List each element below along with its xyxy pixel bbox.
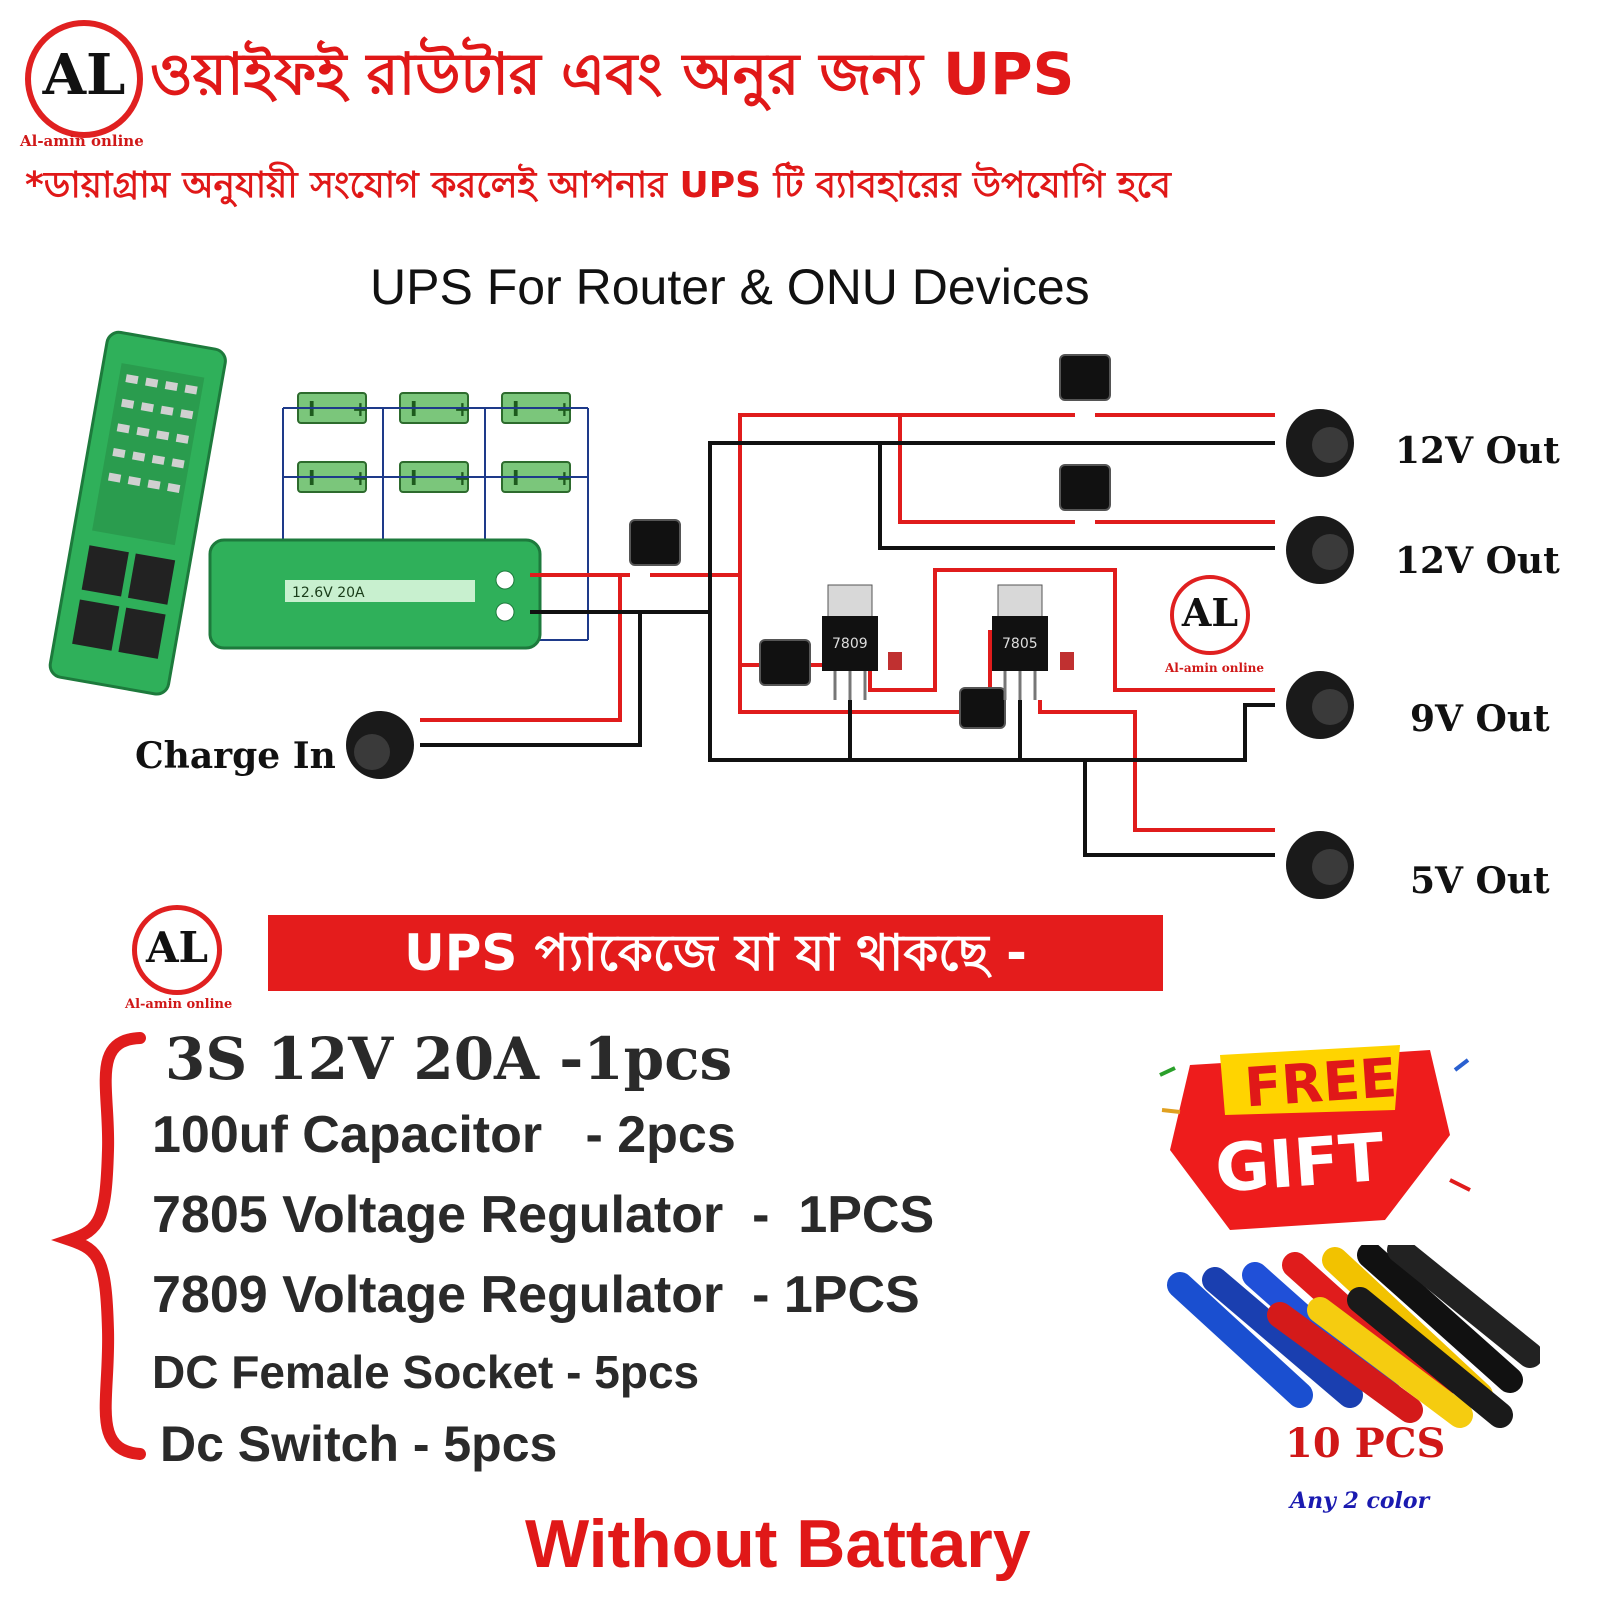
package-banner: UPS প্যাকেজে যা যা থাকছে - — [268, 915, 1163, 991]
gift-colors-note: Any 2 color — [1290, 1488, 1430, 1514]
dc-switches — [629, 354, 1111, 729]
package-item: 3S 12V 20A -1pcs — [165, 1025, 733, 1093]
free-gift-badge: FREE GIFT — [1159, 1045, 1471, 1230]
page-title: ওয়াইফই রাউটার এবং অনুর জন্য UPS — [150, 40, 1075, 108]
logo-letters: AL — [1181, 590, 1239, 635]
output-label-12v-b: 12V Out — [1395, 540, 1560, 582]
list-brace — [51, 1032, 146, 1460]
bms-board: 12.6V 20A — [208, 538, 542, 650]
regulator-7805-label: 7805 — [1002, 636, 1038, 652]
bms-label: 12.6V 20A — [292, 585, 365, 601]
without-battery-note: Without Battary — [525, 1506, 1031, 1582]
package-logo: AL Al-amin online — [122, 905, 242, 1012]
logo-caption: Al-amin online — [1165, 661, 1264, 675]
gift-count: 10 PCS — [1285, 1420, 1446, 1467]
brand-logo: AL Al-amin online — [20, 20, 150, 150]
regulators: 7809 7805 — [822, 584, 1074, 700]
battery-pack: I+I+I+ I+I+I+ — [282, 392, 589, 641]
logo-letters: AL — [145, 923, 209, 972]
package-item: 100uf Capacitor - 2pcs — [152, 1106, 736, 1164]
page-subtitle: *ডায়াগ্রাম অনুযায়ী সংযোগ করলেই আপনার U… — [25, 165, 1171, 206]
gift-line1: FREE — [1243, 1046, 1399, 1119]
regulator-7809-label: 7809 — [832, 636, 868, 652]
logo-caption: Al-amin online — [20, 132, 144, 150]
package-item: 7809 Voltage Regulator - 1PCS — [152, 1266, 920, 1324]
output-label-9v: 9V Out — [1410, 698, 1550, 740]
bms-board-image — [48, 330, 227, 696]
output-label-5v: 5V Out — [1410, 860, 1550, 902]
logo-letters: AL — [42, 42, 126, 108]
diagram-title: UPS For Router & ONU Devices — [370, 259, 1090, 315]
package-item: DC Female Socket - 5pcs — [152, 1346, 700, 1398]
diagram-logo: AL Al-amin online — [1160, 575, 1290, 675]
logo-caption: Al-amin online — [125, 997, 233, 1012]
heat-shrink-tubes-image — [1167, 1245, 1540, 1428]
gift-line2: GIFT — [1213, 1119, 1387, 1208]
dc-sockets — [346, 409, 1354, 899]
charge-in-label: Charge In — [135, 735, 336, 777]
package-item: 7805 Voltage Regulator - 1PCS — [152, 1186, 935, 1244]
output-label-12v-a: 12V Out — [1395, 430, 1560, 472]
package-item: Dc Switch - 5pcs — [160, 1416, 558, 1472]
